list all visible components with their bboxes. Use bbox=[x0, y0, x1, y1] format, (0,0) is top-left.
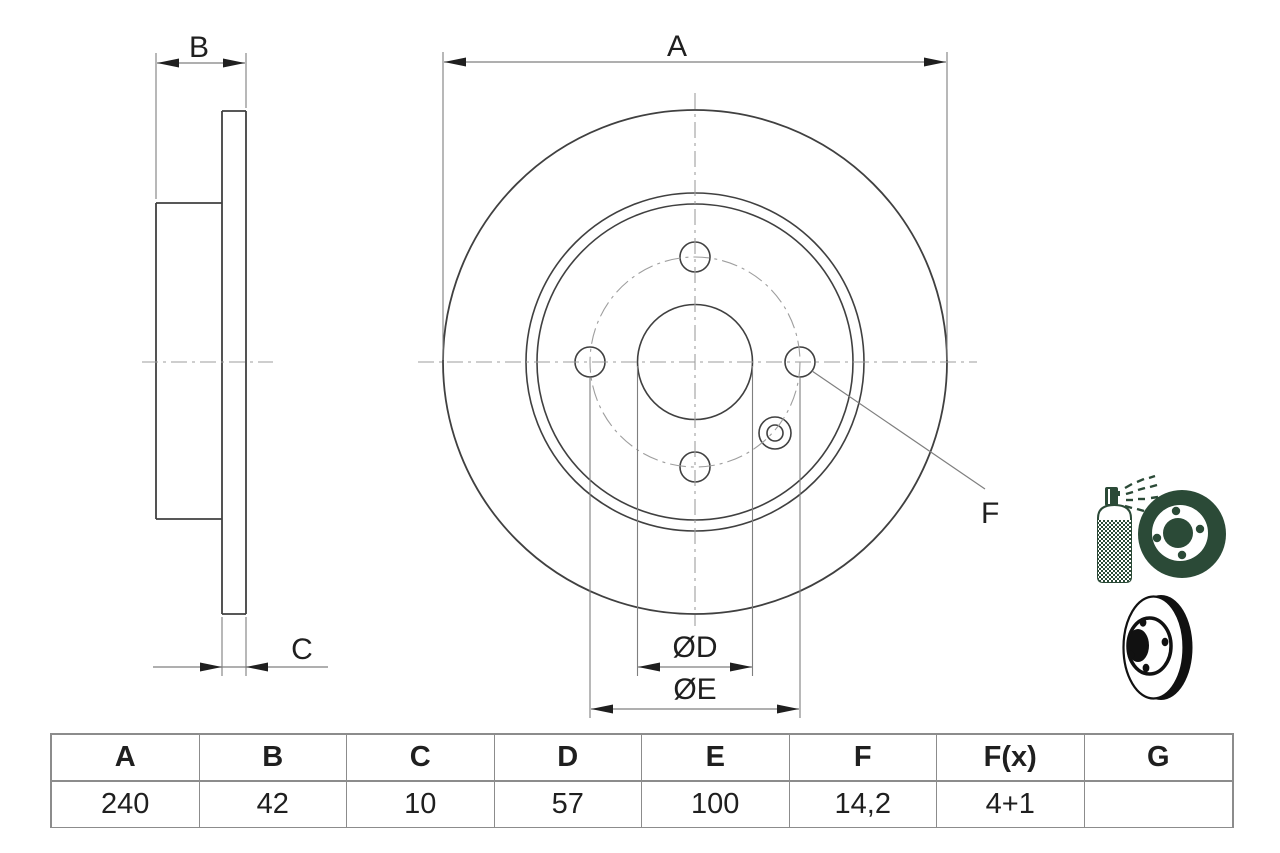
table-value-cell: 240 bbox=[52, 782, 200, 827]
dimension-F: F bbox=[811, 370, 999, 530]
table-value-cell: 14,2 bbox=[789, 782, 937, 827]
front-view bbox=[418, 93, 977, 626]
table-header-cell: G bbox=[1084, 735, 1232, 782]
bolt-hole-right bbox=[784, 346, 816, 378]
dimension-A: A bbox=[442, 30, 948, 360]
table-value-cell: 57 bbox=[494, 782, 642, 827]
locating-hole-outer bbox=[758, 416, 792, 450]
dimension-D: ØD bbox=[636, 366, 754, 676]
dim-label-a: A bbox=[667, 30, 687, 63]
table-value-cell: 42 bbox=[199, 782, 347, 827]
dim-label-d: ØD bbox=[673, 631, 718, 664]
dim-label-e: ØE bbox=[673, 673, 716, 706]
locating-hole-inner bbox=[766, 424, 784, 442]
table-header-cell: F(x) bbox=[937, 735, 1085, 782]
bolt-circle-centerline bbox=[589, 256, 801, 468]
table-value-cell: 100 bbox=[642, 782, 790, 827]
dimension-B: B bbox=[155, 31, 247, 199]
spray-particles bbox=[1124, 474, 1159, 513]
table-header-cell: C bbox=[347, 735, 495, 782]
coated-disc-spray-icon bbox=[1097, 474, 1226, 583]
table-value-cell bbox=[1084, 782, 1232, 827]
dimension-E: ØE bbox=[589, 378, 801, 718]
table-value-cell: 10 bbox=[347, 782, 495, 827]
solid-brake-disc-icon bbox=[1122, 595, 1193, 700]
table-header-cell: A bbox=[52, 735, 200, 782]
table-value-cell: 4+1 bbox=[937, 782, 1085, 827]
side-view-cross-section bbox=[142, 110, 273, 615]
dim-label-b: B bbox=[189, 31, 209, 64]
table-header-cell: F bbox=[789, 735, 937, 782]
dimension-spec-table: A B C D E F F(x) G 240 42 10 57 100 14,2… bbox=[50, 733, 1234, 828]
table-header-cell: E bbox=[642, 735, 790, 782]
table-header-cell: D bbox=[494, 735, 642, 782]
table-header-cell: B bbox=[199, 735, 347, 782]
dim-label-c: C bbox=[291, 633, 313, 666]
dim-label-f: F bbox=[981, 497, 999, 530]
dimension-C: C bbox=[153, 617, 328, 676]
